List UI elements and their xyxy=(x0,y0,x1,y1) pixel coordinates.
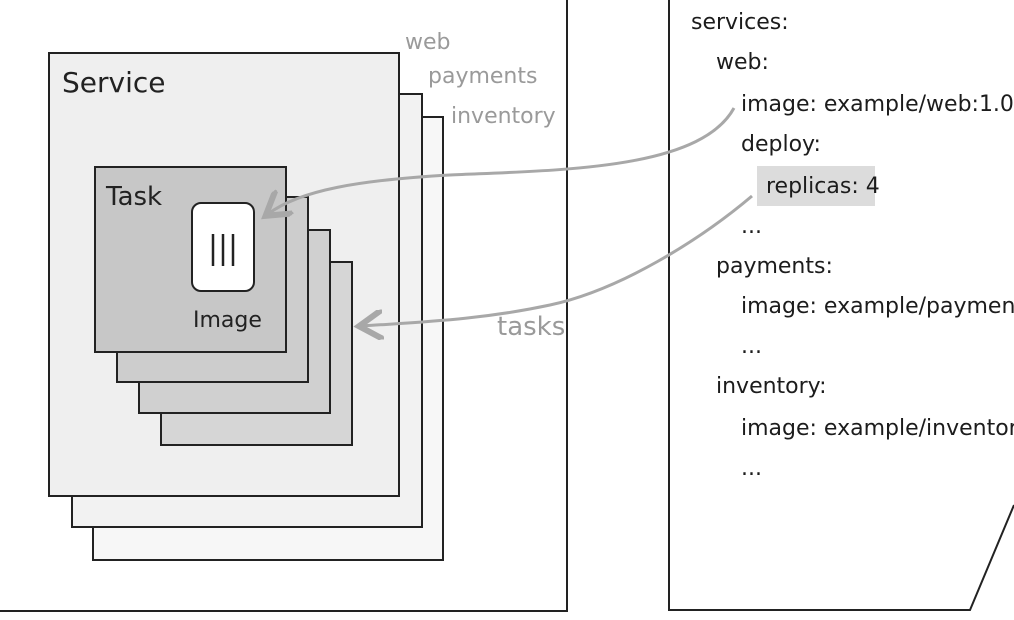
task-title: Task xyxy=(106,182,163,212)
compose-line-ellipsis-1: ... xyxy=(741,214,762,239)
image-label: Image xyxy=(193,308,262,333)
stack-label-inventory: inventory xyxy=(451,104,556,129)
container-image-icon xyxy=(191,202,255,292)
stack-label-web: web xyxy=(405,30,451,55)
compose-line-inventory-image: image: example/inventory xyxy=(741,416,1014,441)
compose-line-web: web: xyxy=(716,50,769,75)
arrow-image-to-task xyxy=(268,107,736,214)
compose-line-ellipsis-2: ... xyxy=(741,334,762,359)
compose-line-inventory: inventory: xyxy=(716,374,827,399)
replicas-highlight xyxy=(757,166,875,206)
compose-line-ellipsis-3: ... xyxy=(741,456,762,481)
left-panel-frame xyxy=(0,0,568,612)
stack-label-payments: payments xyxy=(428,64,538,89)
arrow-replicas-to-tasks xyxy=(362,194,753,326)
compose-line-web-image: image: example/web:1.0 xyxy=(741,92,1014,117)
compose-line-payments-image: image: example/payments xyxy=(741,294,1014,319)
compose-line-deploy: deploy: xyxy=(741,132,821,157)
tasks-label: tasks xyxy=(497,312,566,342)
compose-line-services: services: xyxy=(691,10,789,35)
service-title: Service xyxy=(62,66,166,99)
compose-line-payments: payments: xyxy=(716,254,833,279)
compose-line-replicas: replicas: 4 xyxy=(766,174,880,199)
